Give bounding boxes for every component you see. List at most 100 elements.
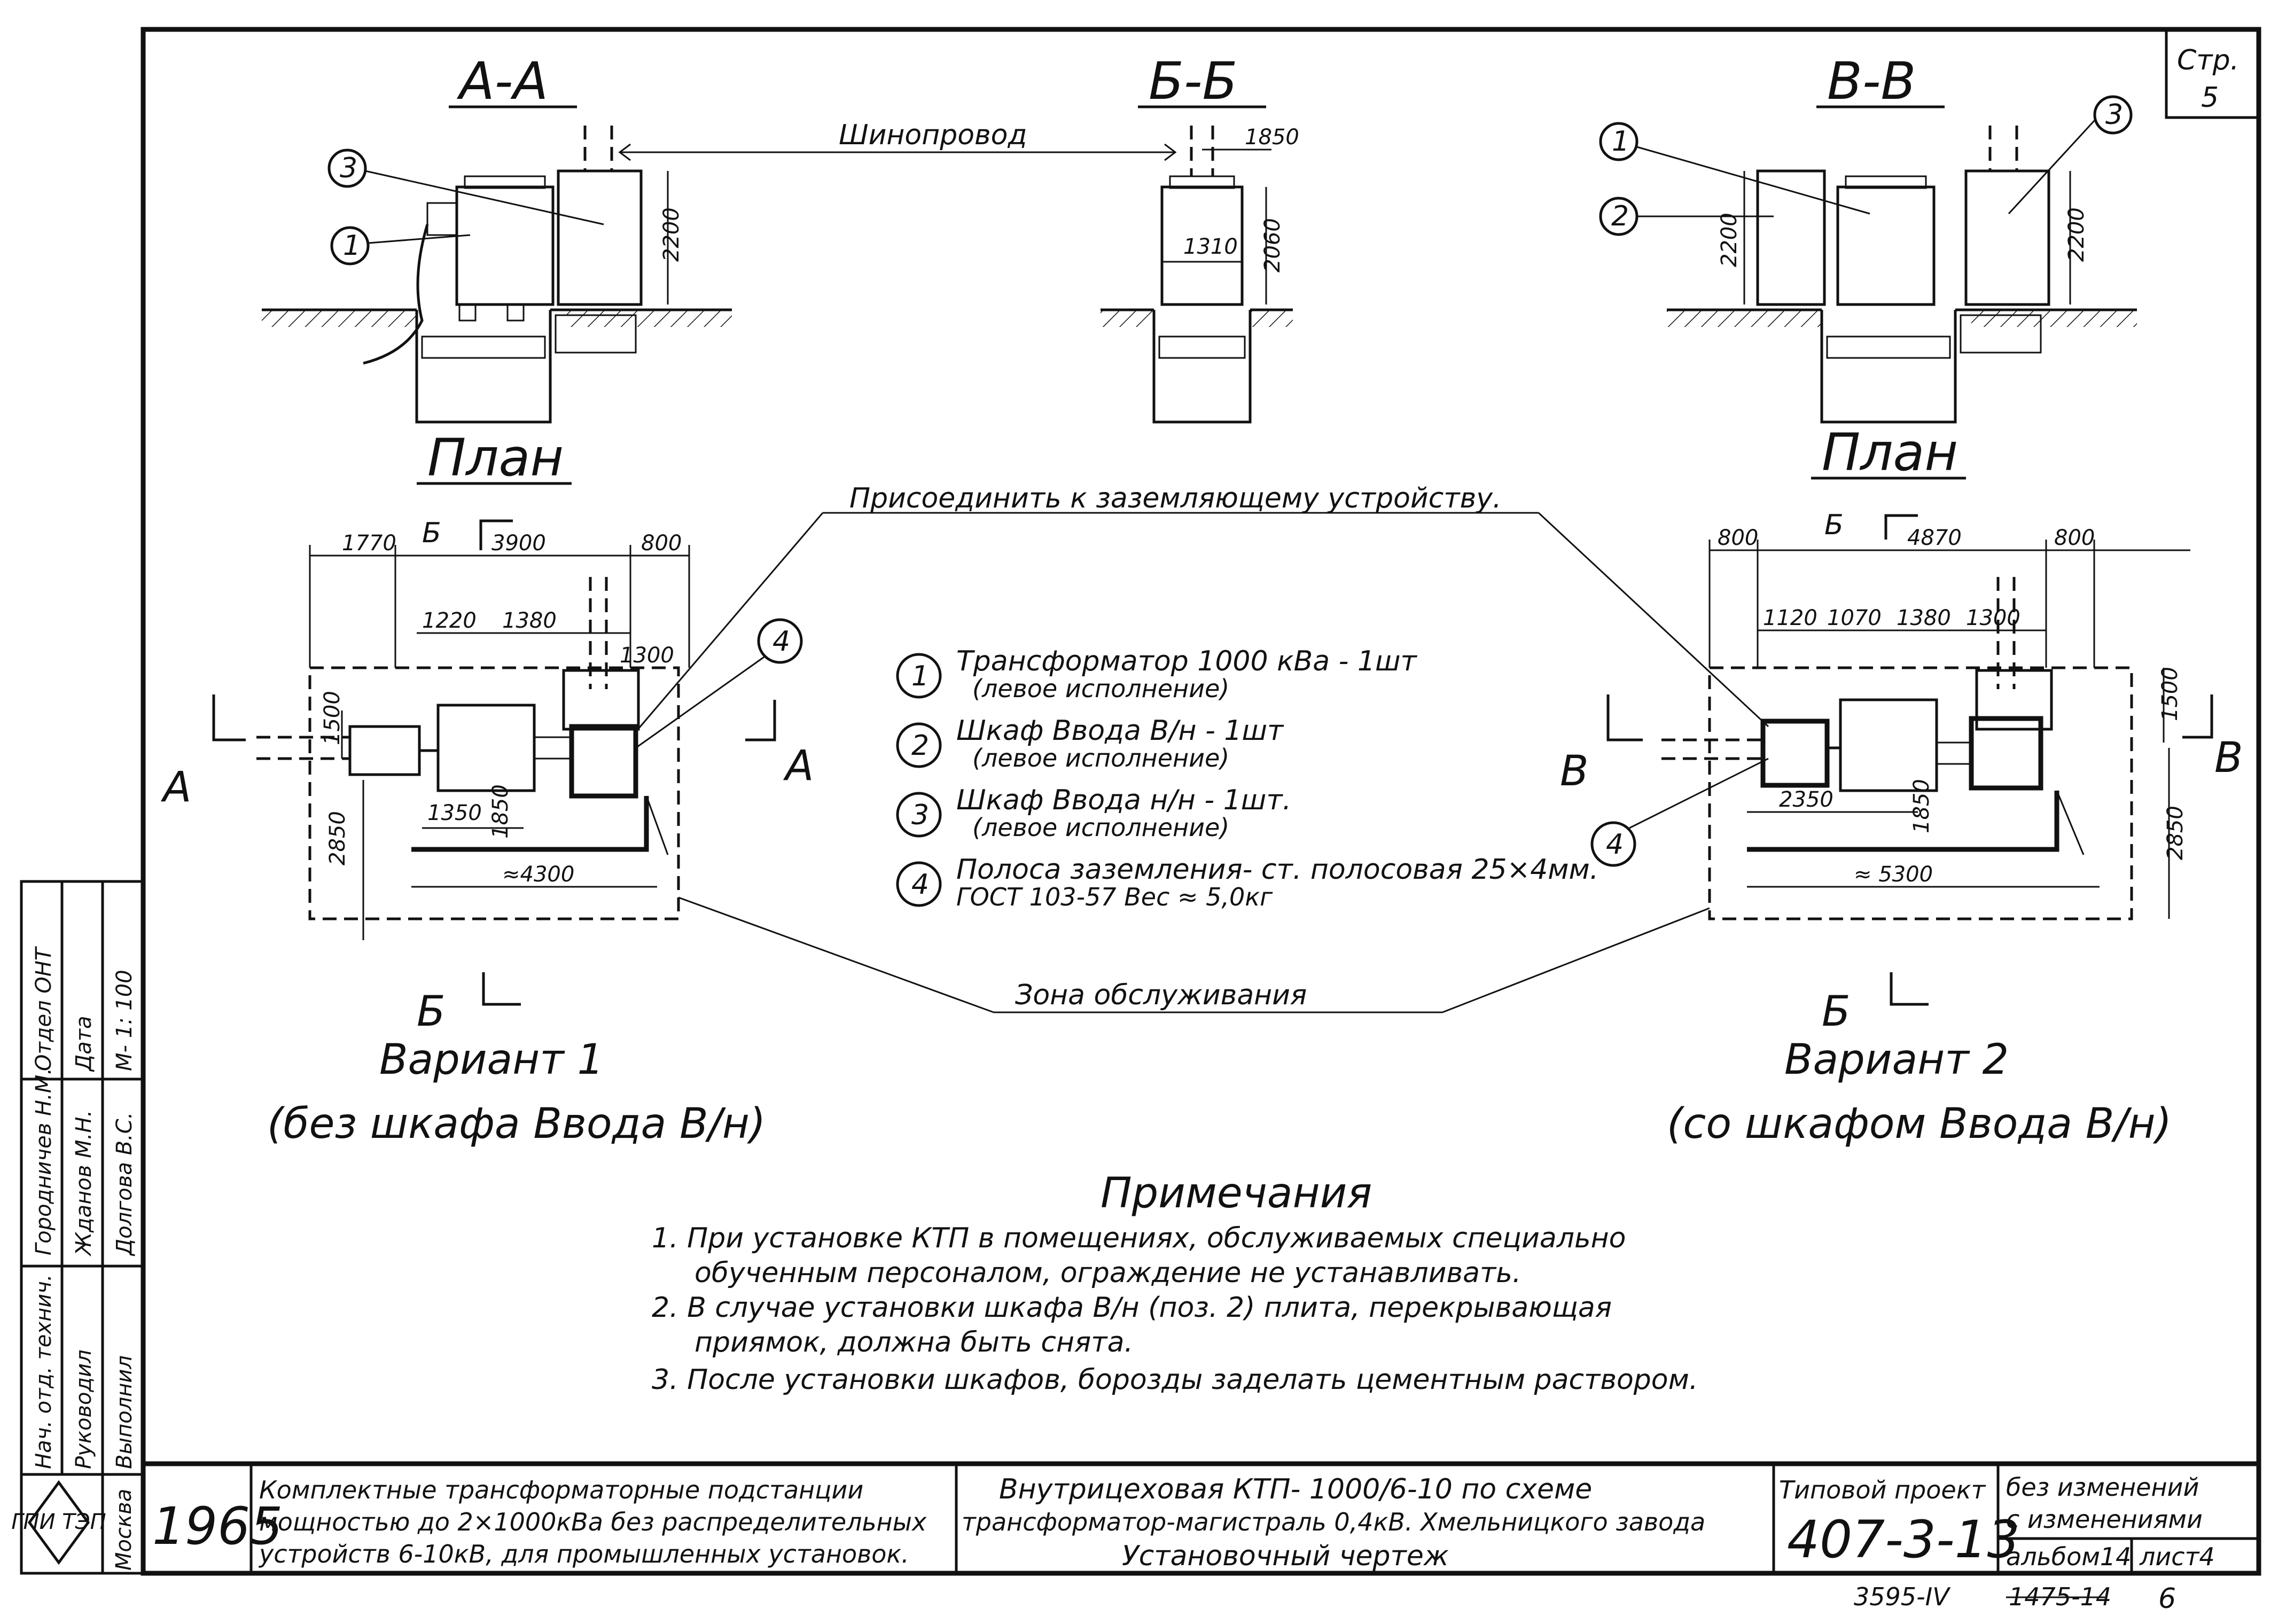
plan-left-1850: 1850 (488, 784, 513, 839)
plan-right-800a: 800 (1718, 526, 1758, 550)
plan-right-800b: 800 (2054, 526, 2095, 550)
tb-project-label: Типовой проект (1779, 1475, 1986, 1504)
tb-title-2: трансформатор-магистраль 0,4кВ. Хмельниц… (962, 1508, 1705, 1536)
plan-left-3900: 3900 (491, 531, 546, 556)
stamp-r1c2: Городничев Н.М. (32, 1068, 56, 1255)
plan-left-4300: ≈4300 (502, 862, 574, 887)
tb-year: 1965 (152, 1496, 283, 1556)
grounding-box-right (1760, 719, 1830, 788)
plan-right-1850: 1850 (1909, 779, 1934, 833)
legend-1-line2: (левое исполнение) (972, 674, 1229, 703)
org-logo-text: ГПИ ТЭП (11, 1510, 106, 1534)
plan-right-mark-b-bottom: Б (1822, 988, 1851, 1036)
plan-right-1380: 1380 (1897, 606, 1951, 630)
note-line-2: обученным персоналом, ограждение не уста… (695, 1257, 1521, 1289)
plan-left-1350: 1350 (427, 801, 482, 825)
plan-right-2350: 2350 (1779, 787, 1833, 812)
plan-right-4870: 4870 (1907, 526, 1962, 550)
legend: 1 Трансформатор 1000 кВа - 1шт (левое ис… (896, 645, 1598, 911)
plan-right-1120: 1120 (1763, 606, 1817, 630)
callout-4-left: 4 (773, 626, 790, 658)
callout-3-aa: 3 (340, 152, 357, 184)
svg-text:1: 1 (911, 660, 929, 692)
callout-4-right: 4 (1606, 829, 1624, 861)
stamp-r2c3: Дата (72, 1016, 96, 1072)
plan-left-title: План (427, 428, 564, 488)
note-line-4: приямок, должна быть снята. (695, 1326, 1133, 1358)
plan-right-mark-v-right: В (2214, 734, 2243, 782)
plan-left-2850: 2850 (325, 811, 350, 865)
svg-text:4: 4 (911, 869, 929, 901)
plan-left-mark-b-top: Б (422, 517, 441, 549)
plan-left-mark-b-bottom: Б (417, 988, 446, 1036)
plan-right-mark-v-left: В (1560, 747, 1589, 795)
plan-right-mark-b-top: Б (1824, 509, 1844, 541)
org-logo (27, 1480, 90, 1565)
bb-offset-dim: 1850 (1245, 125, 1299, 150)
grounding-link-label: Присоединить к заземляющему устройству. (849, 482, 1502, 514)
variant-1-title: Вариант 1 (379, 1036, 604, 1084)
sheet-frame (141, 27, 2261, 1576)
plan-left-1380: 1380 (502, 608, 557, 633)
tb-project-number: 407-3-13 (1787, 1510, 2020, 1570)
grounding-box-left (569, 724, 638, 799)
legend-3-line1: Шкаф Ввода н/н - 1шт. (956, 784, 1291, 816)
note-line-1: 1. При установке КТП в помещениях, обслу… (652, 1222, 1626, 1254)
section-a-a: А-А 2200 3 1 (262, 51, 732, 424)
plan-left-mark-a-right: А (783, 742, 814, 790)
callout-1-circle (330, 226, 370, 266)
lv-cabinet (557, 169, 643, 306)
grounding-callout: Присоединить к заземляющему устройству. (635, 482, 1769, 732)
section-a-a-label: А-А (456, 51, 548, 111)
note-line-3: 2. В случае установки шкафа В/н (поз. 2)… (652, 1292, 1612, 1324)
tb-title-1: Внутрицеховая КТП- 1000/6-10 по схеме (999, 1473, 1592, 1505)
stamp-r1c1: Нач. отд. технич. (32, 1274, 56, 1469)
note-line-5: 3. После установки шкафов, борозды задел… (652, 1364, 1698, 1396)
footer-code: 3595-IV (1854, 1582, 1951, 1611)
stamp-r3c2: Долгова В.С. (112, 1112, 137, 1256)
svg-text:2: 2 (911, 730, 929, 762)
footer-num: 6 (2158, 1583, 2176, 1615)
legend-3-line2: (левое исполнение) (972, 813, 1229, 842)
tb-city: Москва (112, 1489, 136, 1571)
legend-item-1: 1 Трансформатор 1000 кВа - 1шт (левое ис… (896, 645, 1418, 703)
legend-1-line1: Трансформатор 1000 кВа - 1шт (956, 645, 1418, 677)
plan-right-1300: 1300 (1966, 606, 2020, 630)
vv-height-left-dim: 2200 (1717, 213, 1742, 267)
legend-2-line2: (левое исполнение) (972, 744, 1229, 772)
callout-3-circle (327, 149, 367, 188)
busbar-label: Шинопровод (839, 119, 1027, 151)
section-v-v-label: В-В (1827, 51, 1916, 111)
section-b-b: Б-Б 1850 1310 2060 (1101, 51, 1299, 424)
legend-4-line1: Полоса заземления- ст. полосовая 25×4мм. (956, 854, 1598, 886)
page-number-box: Стр. 5 (2165, 29, 2259, 119)
bb-height-dim: 2060 (1260, 218, 1285, 272)
aa-height-dim: 2200 (659, 207, 684, 262)
notes: Примечания 1. При установке КТП в помеще… (652, 1169, 1698, 1396)
plan-left-mark-a-left: А (160, 763, 191, 811)
notes-title: Примечания (1101, 1169, 1372, 1217)
plan-left-1300: 1300 (620, 643, 674, 668)
plan-right-2850: 2850 (2163, 806, 2188, 860)
service-zone-label: Зона обслуживания (1015, 979, 1307, 1011)
plan-right-1070: 1070 (1827, 606, 1882, 630)
stamp-r1c3: Отдел ОНТ (32, 946, 56, 1071)
plan-left-1500: 1500 (320, 691, 345, 745)
variant-2-subtitle: (со шкафом Ввода В/н) (1667, 1100, 2172, 1148)
service-zone-right (1708, 666, 2133, 920)
page-number: 5 (2201, 82, 2219, 114)
legend-2-line1: Шкаф Ввода В/н - 1шт (956, 715, 1284, 747)
tb-desc-1: Комплектные трансформаторные подстанции (259, 1475, 863, 1504)
legend-item-3: 3 Шкаф Ввода н/н - 1шт. (левое исполнени… (896, 784, 1291, 842)
side-stamp: Нач. отд. технич. Городничев Н.М. Отдел … (20, 880, 145, 1476)
stamp-r3c1: Выполнил (112, 1355, 137, 1469)
callout-1-aa: 1 (343, 230, 361, 262)
plan-right-5300: ≈ 5300 (1854, 862, 1933, 887)
stamp-r2c2: Жданов М.Н. (72, 1110, 96, 1257)
callout-1-vv: 1 (1612, 126, 1629, 158)
stamp-r3c3: М- 1: 100 (112, 970, 137, 1071)
page-label: Стр. (2177, 44, 2239, 76)
tb-desc-2: мощностью до 2×1000кВа без распределител… (259, 1508, 927, 1536)
title-block: ГПИ ТЭП Москва 1965 Комплектные трансфор… (11, 1461, 2259, 1575)
